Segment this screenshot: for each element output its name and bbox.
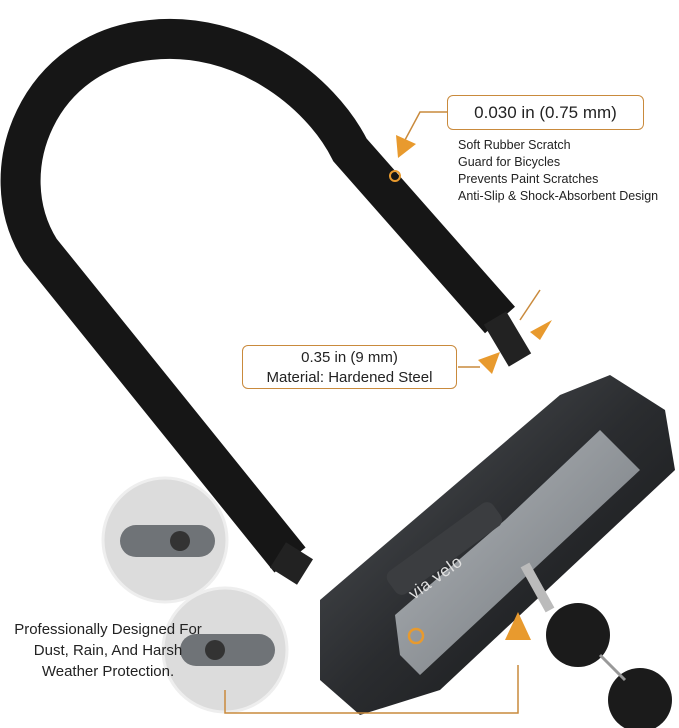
- callout-lines: [224, 111, 541, 714]
- feature-item: Anti-Slip & Shock-Absorbent Design: [458, 189, 659, 203]
- feature-item: Guard for Bicycles: [458, 155, 561, 169]
- arrow-icon: [478, 352, 500, 374]
- diameter-callout: 0.35 in (9 mm) Material: Hardened Steel: [242, 345, 457, 389]
- lock-insert: [395, 430, 640, 675]
- material-text: Material: Hardened Steel: [266, 369, 433, 386]
- arrow-icon: [530, 320, 552, 340]
- arrow-icon: [396, 135, 416, 158]
- diameter-text: 0.35 in (9 mm): [301, 349, 398, 366]
- feature-item: Prevents Paint Scratches: [458, 172, 599, 186]
- feature-list: Soft Rubber Scratch Guard for Bicycles P…: [458, 137, 658, 205]
- shackle: [0, 18, 515, 573]
- feature-item: Soft Rubber Scratch: [458, 138, 571, 152]
- weather-protection-text: Professionally Designed For Dust, Rain, …: [14, 621, 202, 680]
- arrow-icon: [505, 612, 531, 640]
- thickness-callout: 0.030 in (0.75 mm): [447, 95, 644, 130]
- key-head: [546, 603, 610, 667]
